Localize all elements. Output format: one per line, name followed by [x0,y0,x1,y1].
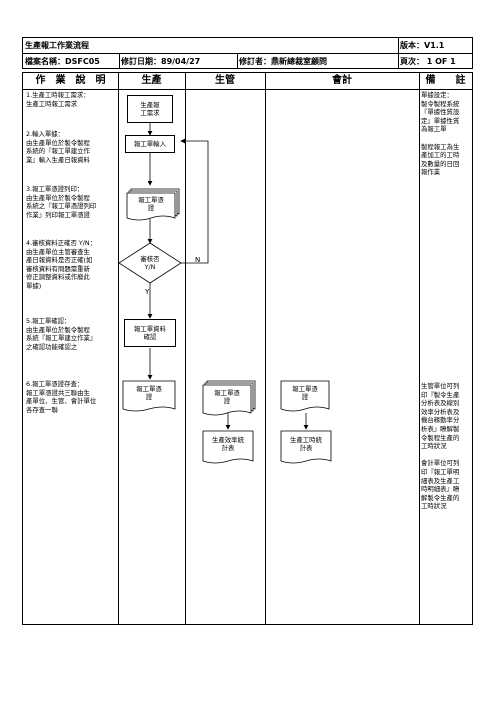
remark-2: 生管單位可列 印『製令生產 分析表及線別 效率分析表及 機台稼動率分 析表』瞭解… [421,382,460,511]
col-accounting: 會計 [332,75,352,86]
flow-table: 作 業 說 明 生產 生管 會計 備 註 1.生產工時報工需求： 生產工時報工需… [22,72,473,625]
step-6: 6.報工單憑證存查： 報工單憑證共三聯由生 產單位、生管、會計單位 各存查一聯 [26,380,97,414]
step-4: 4.審核資料正確否 Y/N： 由生產單位主管審查生 產日報資料是否正確(如 審核… [26,239,97,290]
need-box: 生產報 工需求 [127,95,173,123]
document-shapes [122,188,332,464]
input-box: 報工單輸入 [125,135,175,153]
flow-connectors [118,123,332,464]
file-name: 檔案名稱：DSFC05 [25,57,100,66]
header-table: 生產報工作業流程 版本：V1.1 檔案名稱：DSFC05 修訂日期：89/04/… [22,37,473,69]
col-production: 生產 [141,75,162,86]
revise-date: 修訂日期：89/04/27 [121,57,201,66]
file-pc-label: 報工單憑 證 [214,388,240,406]
review-label: 審核否 Y/N [140,254,160,272]
doc-title: 生產報工作業流程 [25,41,89,50]
efficiency-report-label: 生產效率統 計表 [212,435,244,453]
hours-report-label: 生產工時統 計表 [290,435,322,453]
reviser: 修訂者：鼎新總裁室顧問 [239,57,327,66]
file-production-label: 報工單憑 證 [136,384,162,402]
confirm-box: 報工單資料 確認 [124,319,176,347]
yes-label: Y [145,288,150,296]
review-diamond [118,242,182,284]
col-production-control: 生管 [215,75,235,86]
col-remarks: 備 註 [425,75,466,86]
step-2: 2.輸入單據： 由生產單位於製令製程 系統的『報工單建立作 業』輸入生產日報資料 [26,130,90,164]
file-accounting-label: 報工單憑 證 [292,384,318,402]
step-3: 3.報工單憑證列印： 由生產單位於製令製程 系統之『報工單憑證列印 作業』列印報… [26,185,97,219]
no-label: N [195,256,201,264]
step-5: 5.報工單確認： 由生產單位於製令製程 系統『報工單建立作業』 之確認功能確認之 [26,317,97,351]
col-description: 作 業 說 明 [35,75,106,86]
step-1: 1.生產工時報工需求： 生產工時報工需求 [26,91,90,108]
print-doc-label: 報工單憑 證 [138,195,164,213]
version: 版本：V1.1 [400,41,445,50]
page-number: 頁次： 1 OF 1 [400,57,456,66]
remark-1: 單據設定： 製令製程系統 『單據性質設 定』單據性質 為報工單 製程報工為生 產… [421,91,460,177]
